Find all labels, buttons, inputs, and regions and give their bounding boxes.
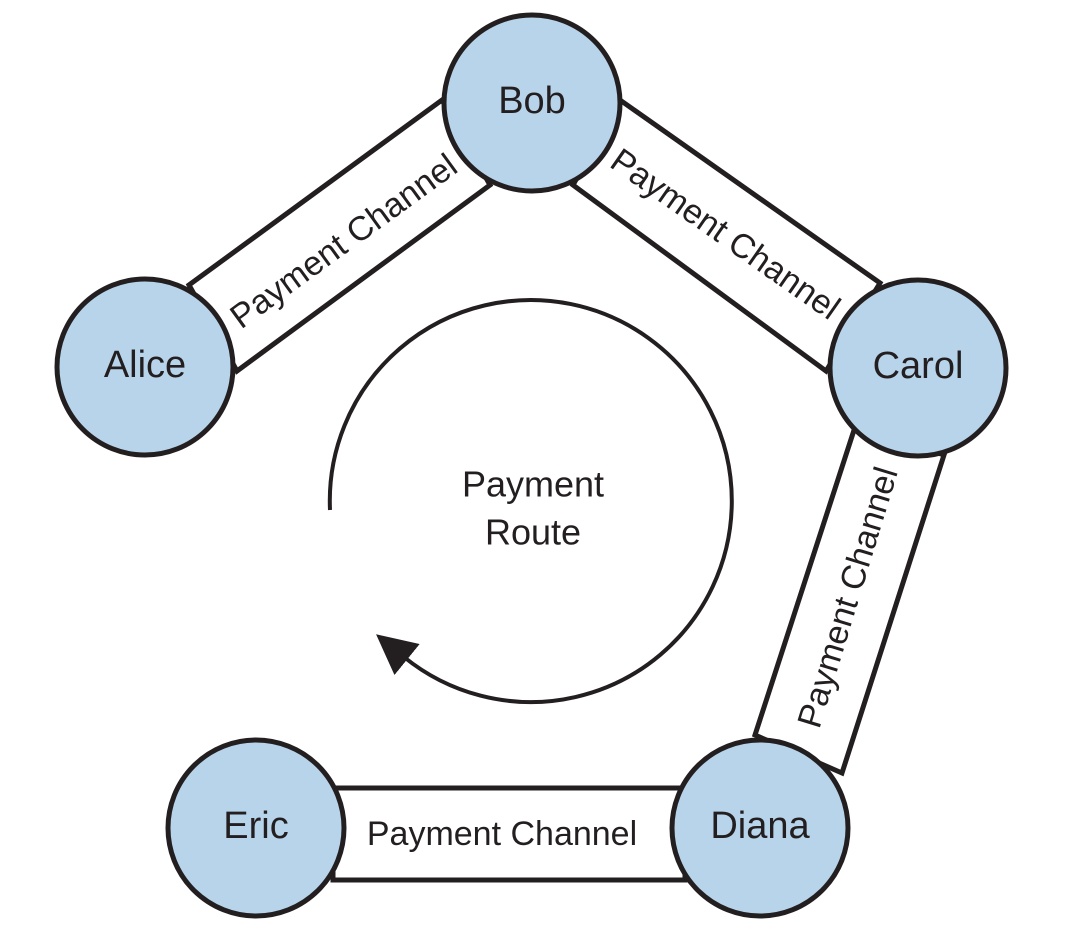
node-label-eric: Eric [223, 805, 288, 847]
channel-label-diana-eric: Payment Channel [367, 815, 637, 853]
channel-carol-diana: Payment Channel [751, 420, 948, 777]
node-label-bob: Bob [498, 80, 566, 122]
route-arrow [327, 298, 734, 705]
route-label-line2: Route [485, 512, 581, 553]
node-eric: Eric [165, 737, 347, 919]
node-label-diana: Diana [710, 805, 810, 847]
route-label-line1: Payment [462, 464, 604, 505]
node-bob: Bob [441, 12, 623, 194]
node-diana: Diana [669, 737, 851, 919]
node-label-alice: Alice [104, 344, 186, 386]
channel-alice-bob: Payment Channel [185, 96, 494, 375]
node-label-carol: Carol [873, 345, 964, 387]
channel-bob-carol: Payment Channel [569, 96, 884, 375]
channel-diana-eric: Payment Channel [330, 785, 688, 883]
node-carol: Carol [827, 277, 1009, 459]
node-alice: Alice [54, 276, 236, 458]
payment-route: Payment Route [327, 298, 734, 705]
